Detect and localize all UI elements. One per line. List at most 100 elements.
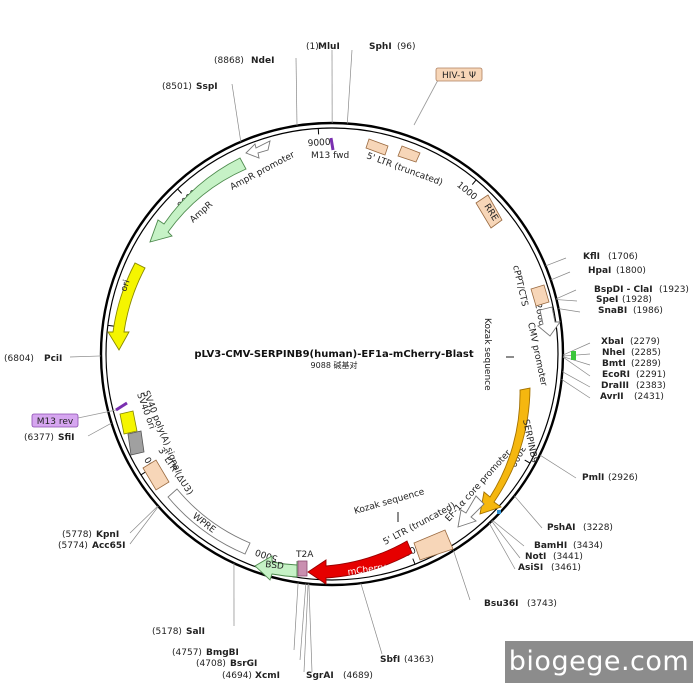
site-leader-line [293, 582, 299, 651]
site-name: SspI [196, 82, 218, 92]
site-bsu36i[interactable]: Bsu36I (3743) [484, 599, 557, 609]
site-name: EcoRI [602, 370, 630, 380]
site-pos: (4694) [222, 671, 252, 681]
site-name: DraIII [601, 381, 629, 391]
site-pos: (2285) [631, 348, 661, 358]
site-pos: (2431) [634, 392, 664, 402]
site-leader-line [346, 49, 353, 124]
feature-m13-fwd[interactable]: M13 fwd [311, 137, 349, 161]
site-sali[interactable]: (5178) SalI [152, 627, 205, 637]
site-pos: (3441) [553, 552, 583, 562]
site-name: KflI [583, 252, 600, 262]
site-ecori[interactable]: EcoRI (2291) [602, 370, 666, 380]
site-pos: (4708) [196, 659, 226, 669]
site-acc65i[interactable]: (5774) Acc65I [58, 541, 126, 551]
site-bmti[interactable]: BmtI (2289) [602, 359, 661, 369]
site-mlui[interactable]: (1) MluI [306, 42, 340, 52]
site-snabi[interactable]: SnaBI (1986) [598, 306, 663, 316]
feature-rre[interactable]: RRE [475, 194, 503, 229]
site-bamhi[interactable]: BamHI (3434) [534, 541, 603, 551]
site-name: BmgBI [206, 648, 239, 658]
site-kpni[interactable]: (5778) KpnI [62, 530, 119, 540]
feature-t2a[interactable]: T2A [295, 550, 314, 577]
site-leaders [69, 49, 591, 673]
site-pos: (6377) [24, 433, 54, 443]
site-nhei[interactable]: NheI (2285) [602, 348, 661, 358]
site-asisi[interactable]: AsiSI (3461) [518, 563, 581, 573]
site-pcii[interactable]: (6804) PciI [4, 354, 62, 364]
site-leader-line [562, 353, 591, 357]
site-pos: (1) [306, 42, 319, 52]
site-leader-line [562, 371, 591, 388]
bamhi-cluster-marker [497, 510, 501, 514]
site-name: PciI [44, 354, 62, 364]
site-leader-line [561, 379, 591, 399]
site-leader-line [360, 583, 383, 655]
tick-mark [524, 459, 531, 464]
site-bspdi-clai[interactable]: BspDI - ClaI (1923) [594, 285, 689, 295]
feature-label: HIV-1 Ψ [442, 71, 476, 81]
site-name: SnaBI [598, 306, 627, 316]
site-leader-line [491, 520, 521, 559]
site-name: AvrII [600, 392, 624, 402]
site-name: XcmI [255, 671, 280, 681]
site-leader-line [545, 257, 567, 267]
site-name: SalI [186, 627, 205, 637]
site-name: MluI [318, 42, 340, 52]
site-pos: (3461) [551, 563, 581, 573]
site-pos: (4689) [343, 671, 373, 681]
site-leader-line [299, 583, 307, 661]
site-noti[interactable]: NotI (3441) [525, 552, 583, 562]
site-kfli[interactable]: KflI (1706) [583, 252, 638, 262]
xbai-cluster-marker [571, 351, 576, 360]
site-leader-line [514, 495, 543, 529]
feature-kozak-1[interactable]: Kozak sequence [482, 318, 514, 391]
site-pos: (8501) [162, 82, 192, 92]
site-pos: (1800) [616, 266, 646, 276]
feature-mcherry[interactable]: mCherry [307, 540, 413, 585]
site-name: SphI [369, 42, 392, 52]
site-pos: (4363) [404, 655, 434, 665]
site-spei[interactable]: SpeI (1928) [596, 295, 652, 305]
site-leader-line [129, 505, 159, 534]
feature-label: M13 rev [37, 417, 74, 427]
site-pos: (96) [397, 42, 415, 52]
site-sspi[interactable]: (8501) SspI [162, 82, 218, 92]
site-leader-line [129, 506, 159, 545]
site-name: SpeI [596, 295, 618, 305]
site-name: Bsu36I [484, 599, 519, 609]
site-hpai[interactable]: HpaI (1800) [588, 266, 646, 276]
site-pmli[interactable]: PmlI (2926) [582, 473, 638, 483]
site-name: SbfI [380, 655, 400, 665]
site-sfii[interactable]: (6377) SfiI [24, 433, 75, 443]
tick-mark [412, 558, 416, 565]
site-sgrai[interactable]: SgrAI (4689) [306, 671, 373, 681]
feature-m13-rev[interactable]: M13 rev [31, 401, 128, 428]
site-pshai[interactable]: PshAI (3228) [547, 523, 613, 533]
feature-ori[interactable]: ori [107, 262, 146, 351]
feature-label: ori [119, 279, 132, 293]
feature-hiv1-psi[interactable]: HIV-1 Ψ [413, 67, 483, 126]
site-name: AsiSI [518, 563, 543, 573]
site-name: BmtI [602, 359, 626, 369]
site-leader-line [488, 523, 516, 570]
site-name: KpnI [96, 530, 119, 540]
feature-bsd[interactable]: BSD [254, 555, 298, 581]
site-xcmi[interactable]: (4694) XcmI [222, 671, 280, 681]
site-name: NdeI [251, 56, 274, 66]
site-pos: (2291) [636, 370, 666, 380]
site-draiii[interactable]: DraIII (2383) [601, 381, 666, 391]
site-sphi[interactable]: SphI (96) [369, 42, 415, 52]
site-xbai[interactable]: XbaI (2279) [601, 337, 660, 347]
site-leader-line [492, 519, 525, 547]
site-pos: (3743) [527, 599, 557, 609]
site-ndei[interactable]: (8868) NdeI [214, 56, 274, 66]
site-sbfi[interactable]: SbfI (4363) [380, 655, 434, 665]
plasmid-name: pLV3-CMV-SERPINB9(human)-EF1a-mCherry-Bl… [194, 349, 473, 360]
backbone-inner-ring [105, 127, 559, 581]
feature-label: T2A [295, 550, 314, 560]
site-bmgbi[interactable]: (4757) BmgBI [172, 648, 239, 658]
site-avrii[interactable]: AvrII (2431) [600, 392, 664, 402]
site-bsrgi[interactable]: (4708) BsrGI [196, 659, 257, 669]
